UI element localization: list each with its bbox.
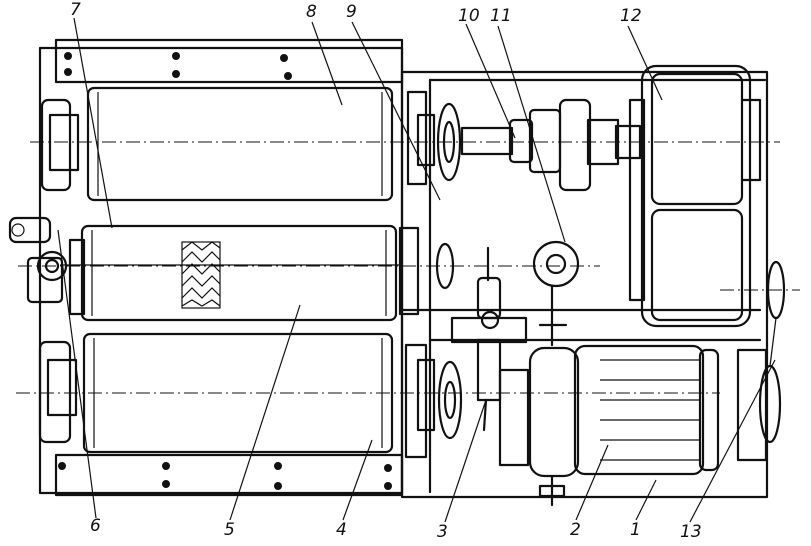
left-bearings <box>8 98 86 444</box>
roller-5 <box>60 224 400 322</box>
roller-8 <box>86 86 394 202</box>
label-3: 3 <box>437 522 448 542</box>
gear-11 <box>532 240 580 347</box>
label-12: 12 <box>620 6 642 26</box>
shaft-10 <box>460 98 642 192</box>
pulley-13 <box>736 260 786 462</box>
label-10: 10 <box>458 6 480 26</box>
label-9: 9 <box>346 2 357 22</box>
leader-lines <box>57 17 776 523</box>
housing-12 <box>628 64 762 328</box>
label-4: 4 <box>336 520 347 540</box>
label-5: 5 <box>224 520 235 540</box>
label-2: 2 <box>570 520 581 540</box>
knurled-band <box>181 241 221 309</box>
motor-2 <box>498 344 720 507</box>
label-1: 1 <box>630 520 641 540</box>
label-8: 8 <box>306 2 317 22</box>
middle-bearings <box>398 90 436 459</box>
label-11: 11 <box>490 6 512 26</box>
label-6: 6 <box>90 516 101 536</box>
pulleys <box>435 102 463 440</box>
bolt-marks <box>58 52 392 490</box>
label-13: 13 <box>680 522 702 542</box>
frame <box>38 38 769 499</box>
label-7: 7 <box>70 0 81 20</box>
center-lines <box>16 141 800 394</box>
